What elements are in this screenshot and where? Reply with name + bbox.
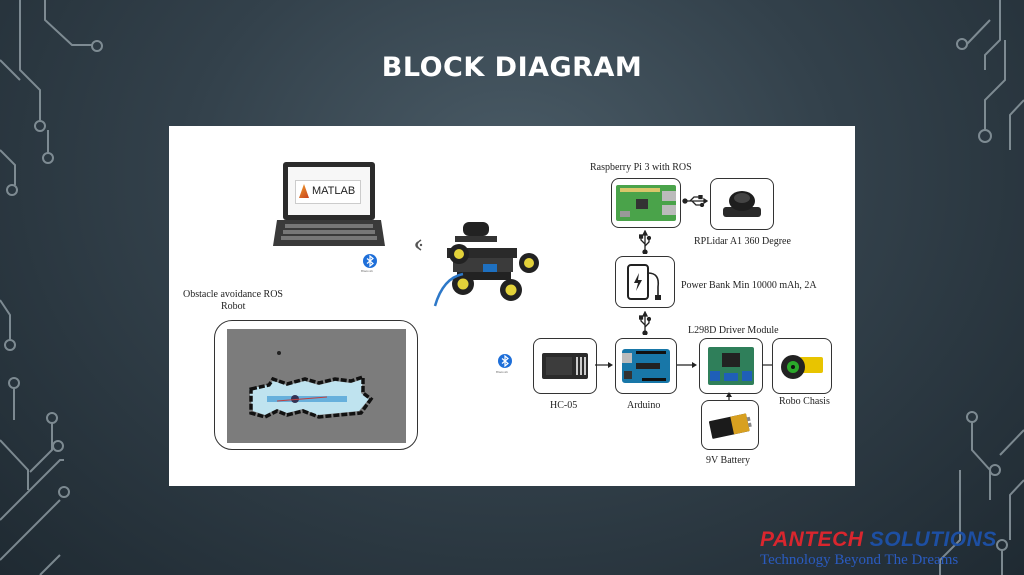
usb-icon: [639, 311, 651, 335]
hc05-box: [533, 338, 597, 394]
bluetooth-module-icon: [542, 353, 588, 379]
arduino-board-icon: [622, 349, 670, 383]
usb-icon: [682, 195, 708, 207]
block-diagram-panel: MATLAB Bluetooth Obstacle avoidance ROS …: [169, 126, 855, 486]
rplidar-box: [710, 178, 774, 230]
wireless-signal-icon: [415, 239, 423, 251]
brand-tagline: Technology Beyond The Dreams: [760, 552, 959, 568]
robo-chasis-box: [772, 338, 832, 394]
bluetooth-icon: [363, 254, 377, 268]
usb-icon: [639, 230, 651, 254]
lidar-sensor-icon: [723, 191, 761, 217]
matlab-logo: MATLAB: [295, 180, 361, 204]
slam-map-frame: [214, 320, 418, 450]
raspberry-pi-box: [611, 178, 681, 228]
laptop-icon: [273, 162, 385, 246]
arrow-right-icon: [595, 362, 613, 368]
motor-driver-icon: [708, 347, 754, 385]
arrow-right-icon: [677, 362, 697, 368]
battery-box: [701, 400, 759, 450]
power-bank-box: [615, 256, 675, 308]
slide-title: BLOCK DIAGRAM: [381, 52, 643, 83]
ros-robot-image: [433, 222, 539, 307]
bluetooth-icon: [498, 354, 512, 368]
slam-map-image: [227, 329, 406, 443]
brand-logo: PANTECH SOLUTIONS: [760, 528, 997, 551]
power-bank-icon: [627, 264, 661, 300]
driver-module-box: [699, 338, 763, 394]
battery-icon: [708, 413, 752, 439]
arduino-box: [615, 338, 677, 394]
chasis-motor-icon: [781, 355, 823, 379]
raspberry-pi-board-icon: [616, 185, 676, 221]
